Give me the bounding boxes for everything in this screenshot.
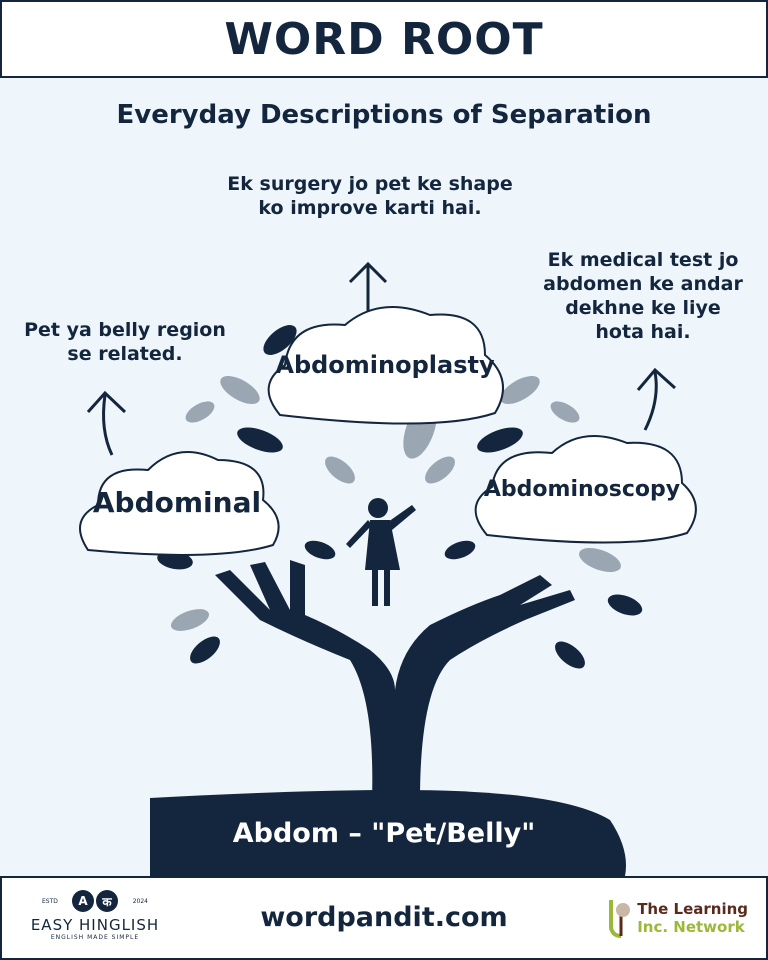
meaning-abdominal: Pet ya belly region se related. <box>10 318 240 366</box>
speech-bubble-icon: क <box>96 890 118 912</box>
child-silhouette <box>346 498 416 606</box>
logo-line1: The Learning <box>637 900 748 918</box>
word-abdominoscopy: Abdominoscopy <box>483 476 681 502</box>
subtitle: Everyday Descriptions of Separation <box>116 100 652 130</box>
meaning-abdominoplasty: Ek surgery jo pet ke shape ko improve ka… <box>190 172 550 220</box>
root-label: Abdom – "Pet/Belly" <box>232 818 536 849</box>
logo-name: EASY HINGLISH <box>30 916 160 934</box>
speech-bubble-icon: A <box>72 890 94 912</box>
meaning-line: abdomen ke andar <box>543 273 743 295</box>
logo-tagline: ENGLISH MADE SIMPLE <box>50 934 140 941</box>
meaning-line: se related. <box>67 343 183 365</box>
arrow-abdominal <box>102 394 114 456</box>
cloud-abdominoscopy: Abdominoscopy <box>462 425 702 553</box>
meaning-line: Ek medical test jo <box>547 249 739 271</box>
tree-logo-icon <box>609 900 631 938</box>
page-title: WORD ROOT <box>224 13 544 65</box>
meaning-abdominoscopy: Ek medical test jo abdomen ke andar dekh… <box>528 248 758 344</box>
cloud-abdominal: Abdominal <box>68 440 286 565</box>
word-abdominoplasty: Abdominoplasty <box>275 351 495 379</box>
ground <box>150 790 626 876</box>
tree-trunk-hands <box>215 560 575 800</box>
arrows <box>86 261 677 456</box>
meaning-line: Pet ya belly region <box>24 319 226 341</box>
leaves-dark <box>157 325 643 669</box>
website-link[interactable]: wordpandit.com <box>260 902 508 933</box>
meaning-line: hota hai. <box>595 321 691 343</box>
cloud-abdominoplasty: Abdominoplasty <box>255 295 515 435</box>
logo-year: 2024 <box>132 898 148 905</box>
meaning-line: dekhne ke liye <box>565 297 721 319</box>
logo-estd: ESTD <box>42 898 58 905</box>
word-abdominal: Abdominal <box>92 486 262 519</box>
meaning-line: ko improve karti hai. <box>258 197 482 219</box>
logo-line2: Inc. Network <box>637 918 745 936</box>
header: WORD ROOT <box>0 0 768 78</box>
meaning-line: Ek surgery jo pet ke shape <box>227 173 513 195</box>
arrow-abdominoscopy <box>643 371 658 431</box>
